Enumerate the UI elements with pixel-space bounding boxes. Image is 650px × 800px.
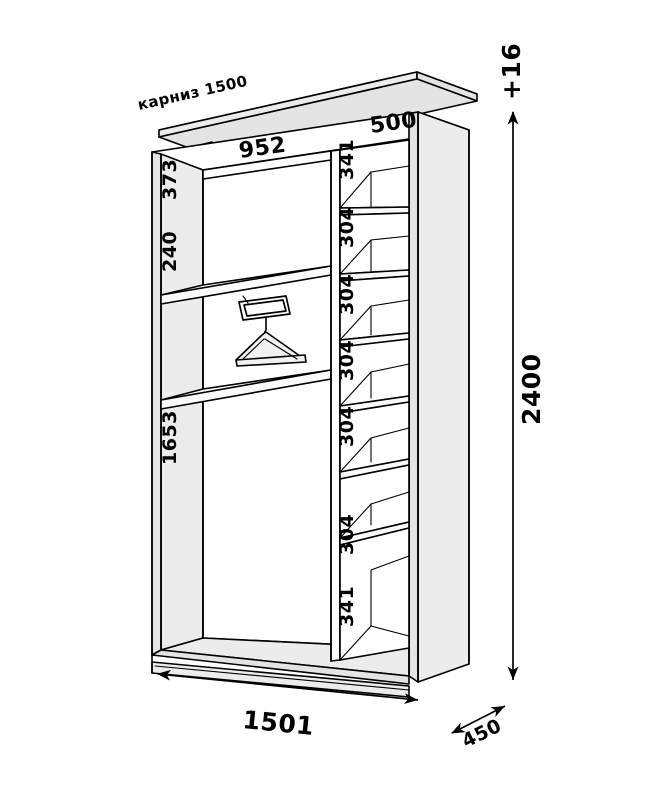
label-right-compartment-7: 341 [336,586,358,627]
right-shelf-1-depth-line [339,171,372,209]
label-right-compartment-3: 304 [336,274,358,315]
dimension-line-width-1501 [156,669,419,705]
label-left-segment-373: 373 [159,159,181,200]
label-right-compartment-1: 341 [336,139,358,180]
label-left-segment-1653: 1653 [159,410,181,465]
clothes-rail [238,295,291,321]
left-shelf-2-front-line [160,265,332,296]
coat-hanger [235,317,307,367]
clothes-rail-bracket [242,295,249,304]
cabinet-right-side-panel [417,111,470,683]
left-shelf-1-back-line [202,369,332,390]
right-shelf-6-depth-line [339,503,372,539]
left-shelf-2-lower-line [160,274,332,305]
label-right-compartment-5: 304 [336,406,358,447]
right-compartment-7-face [339,527,410,661]
dimension-line-depth-450 [451,705,506,734]
left-section-assembly [160,150,332,410]
hanger-bar [235,354,307,367]
right-shelf-7-depth-line [339,625,372,661]
label-overall-depth: 450 [459,715,506,753]
left-shelf-1-front-line [160,369,332,401]
right-shelf-3-depth-line [339,305,372,341]
label-left-segment-240: 240 [159,231,181,272]
label-right-compartment-2: 304 [336,207,358,248]
right-shelf-2-depth-line [339,239,372,275]
label-overall-width: 1501 [241,705,315,741]
right-comp-2-top-diag [370,235,410,241]
right-comp-5-top-diag [370,427,410,439]
cabinet-left-front-edge [151,151,162,656]
right-comp-1-top-diag [370,165,410,173]
cabinet-right-front-edge [408,111,419,683]
right-shelf-5-depth-line [339,437,372,473]
right-comp-7-top-diag [370,555,410,571]
right-comp-4-top-diag [370,363,410,373]
left-shelf-1-lower-line [160,378,332,410]
label-top-offset: +16 [497,43,526,100]
label-overall-height: 2400 [517,353,546,425]
right-section-assembly [330,139,410,662]
clothes-rail-inner [243,299,287,317]
right-shelf-4-depth-line [339,371,372,407]
right-comp-3-top-diag [370,299,410,307]
cabinet-carcass [151,111,470,698]
label-cornice: карниз 1500 [136,72,249,114]
label-right-compartment-6: 304 [336,514,358,555]
label-right-compartment-4: 304 [336,340,358,381]
right-comp-6-top-diag [370,491,410,505]
right-comp-7-bottom-diag [370,625,410,637]
hanger-inner-line [242,338,298,360]
